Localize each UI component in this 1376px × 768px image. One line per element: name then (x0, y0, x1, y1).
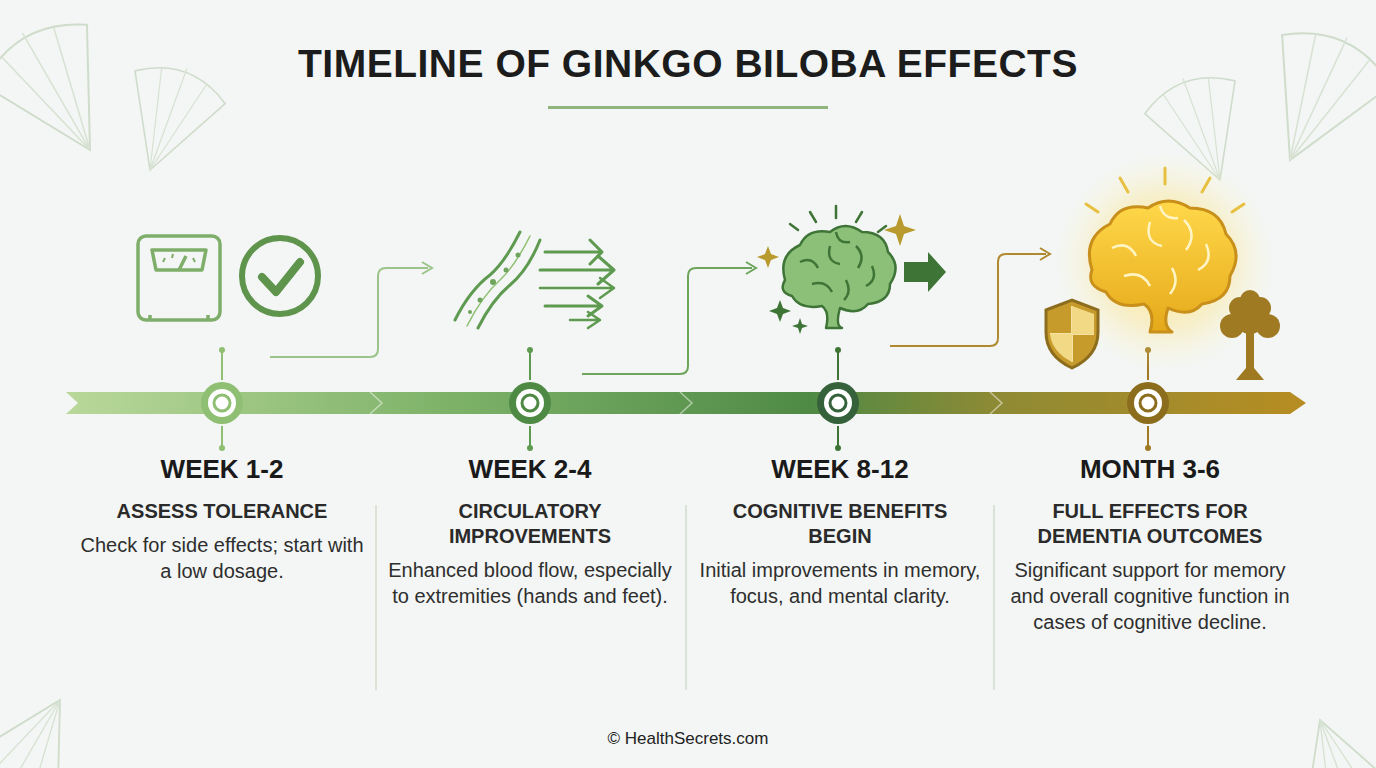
stage-description: Initial improvements in memory, focus, a… (695, 557, 985, 609)
stage-heading: FULL EFFECTS FOR DEMENTIA OUTCOMES (1002, 499, 1298, 549)
stage-heading: CIRCULATORY IMPROVEMENTS (415, 499, 645, 549)
stage-column: WEEK 1-2ASSESS TOLERANCE Check for side e… (77, 454, 367, 584)
caption: © HealthSecrets.com (0, 729, 1376, 749)
stage-column: MONTH 3-6FULL EFFECTS FOR DEMENTIA OUTCO… (1002, 454, 1298, 635)
stage-column: WEEK 8-12COGNITIVE BENEFITS BEGIN Initial… (695, 454, 985, 609)
stage-label: WEEK 8-12 (695, 454, 985, 485)
stage-heading: COGNITIVE BENEFITS BEGIN (730, 499, 950, 549)
title: TIMELINE OF GINKGO BILOBA EFFECTS (0, 42, 1376, 86)
stage-description: Check for side effects; start with a low… (77, 532, 367, 584)
stage-description: Significant support for memory and overa… (1002, 557, 1298, 635)
stage-label: WEEK 1-2 (77, 454, 367, 485)
stage-heading: ASSESS TOLERANCE (77, 499, 367, 524)
stage-label: WEEK 2-4 (385, 454, 675, 485)
stage-label: MONTH 3-6 (1002, 454, 1298, 485)
stage-description: Enhanced blood flow, especially to extre… (385, 557, 675, 609)
stage-column: WEEK 2-4CIRCULATORY IMPROVEMENTS Enhanced… (385, 454, 675, 609)
